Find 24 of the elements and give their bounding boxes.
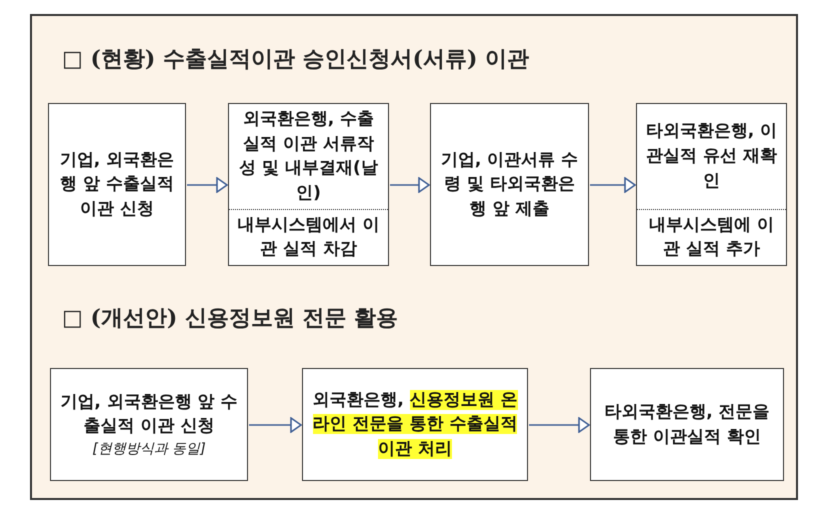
- box-text: 타외국환은행, 이관실적 유선 재확인: [644, 120, 778, 193]
- box-text: 기업, 외국환은행 앞 수출실적 이관 신청: [58, 148, 176, 221]
- process-box: [590, 368, 784, 481]
- section-heading: □ (현황) 수출실적이관 승인신청서(서류) 이관: [62, 45, 530, 74]
- arrow: [529, 417, 590, 433]
- arrow: [390, 177, 430, 193]
- arrow: [187, 177, 228, 193]
- box-text: 외국환은행, 수출실적 이관 서류작성 및 내부결재(날인): [238, 108, 379, 205]
- note-text: [현행방식과 동일]: [91, 440, 207, 459]
- process-box: [302, 368, 528, 481]
- box-text: 내부시스템에 이관 실적 추가: [648, 214, 775, 262]
- box-text: 타외국환은행, 전문을 통한 이관실적 확인: [603, 400, 771, 448]
- process-box: [228, 103, 389, 266]
- process-box: [430, 103, 589, 266]
- box-text: 기업, 외국환은행 앞 수출실적 이관 신청: [59, 390, 239, 438]
- box-text: 내부시스템에서 이관 실적 차감: [236, 214, 380, 262]
- box-text: 외국환은행, 신용정보원 온라인 전문을 통한 수출실적 이관 처리: [311, 388, 519, 461]
- box-text: 기업, 이관서류 수령 및 타외국환은행 앞 제출: [440, 148, 580, 221]
- section-heading: □ (개선안) 신용정보원 전문 활용: [62, 304, 398, 333]
- process-box: [636, 103, 787, 266]
- process-box: [48, 103, 186, 266]
- arrow: [249, 417, 302, 433]
- arrow: [590, 177, 636, 193]
- process-box: [50, 368, 248, 481]
